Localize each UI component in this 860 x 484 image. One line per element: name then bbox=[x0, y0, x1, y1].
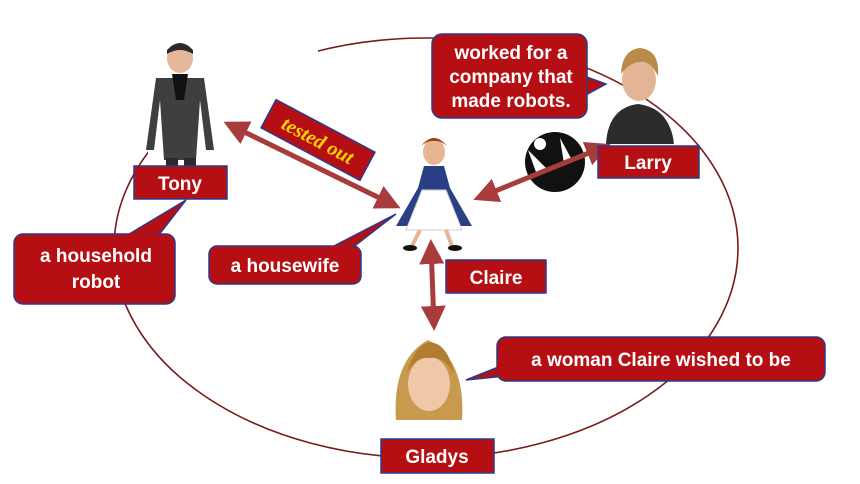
tony-description-line-1: a household bbox=[40, 246, 152, 267]
larry-description-line-3: made robots. bbox=[451, 91, 570, 112]
young-man-icon bbox=[606, 48, 674, 144]
gladys-description-text: a woman Claire wished to be bbox=[531, 350, 791, 371]
larry-name-box: Larry bbox=[597, 145, 700, 179]
claire-name-box: Claire bbox=[445, 259, 547, 294]
tony-description-line-2: robot bbox=[72, 272, 121, 293]
larry-description-line-1: worked for a bbox=[454, 43, 568, 64]
woman-portrait-icon bbox=[395, 340, 463, 420]
claire-description-text: a housewife bbox=[231, 256, 340, 277]
larry-name: Larry bbox=[624, 153, 672, 174]
tony-description-callout: a household robot bbox=[13, 199, 187, 305]
larry-description-callout: worked for a company that made robots. bbox=[431, 33, 608, 119]
larry-description-line-2: company that bbox=[449, 67, 573, 88]
arrow-tony-claire bbox=[223, 121, 401, 209]
housewife-icon bbox=[396, 138, 472, 251]
gladys-description-callout: a woman Claire wished to be bbox=[465, 336, 826, 382]
claire-name: Claire bbox=[470, 268, 523, 289]
gladys-name: Gladys bbox=[405, 447, 468, 468]
arrow-claire-larry bbox=[473, 141, 611, 203]
arrow-claire-gladys bbox=[419, 239, 446, 331]
gladys-name-box: Gladys bbox=[380, 438, 495, 474]
claire-description-callout: a housewife bbox=[208, 213, 397, 285]
silhouette-icon bbox=[525, 132, 585, 192]
tony-name: Tony bbox=[158, 174, 202, 195]
tony-name-box: Tony bbox=[133, 165, 228, 200]
